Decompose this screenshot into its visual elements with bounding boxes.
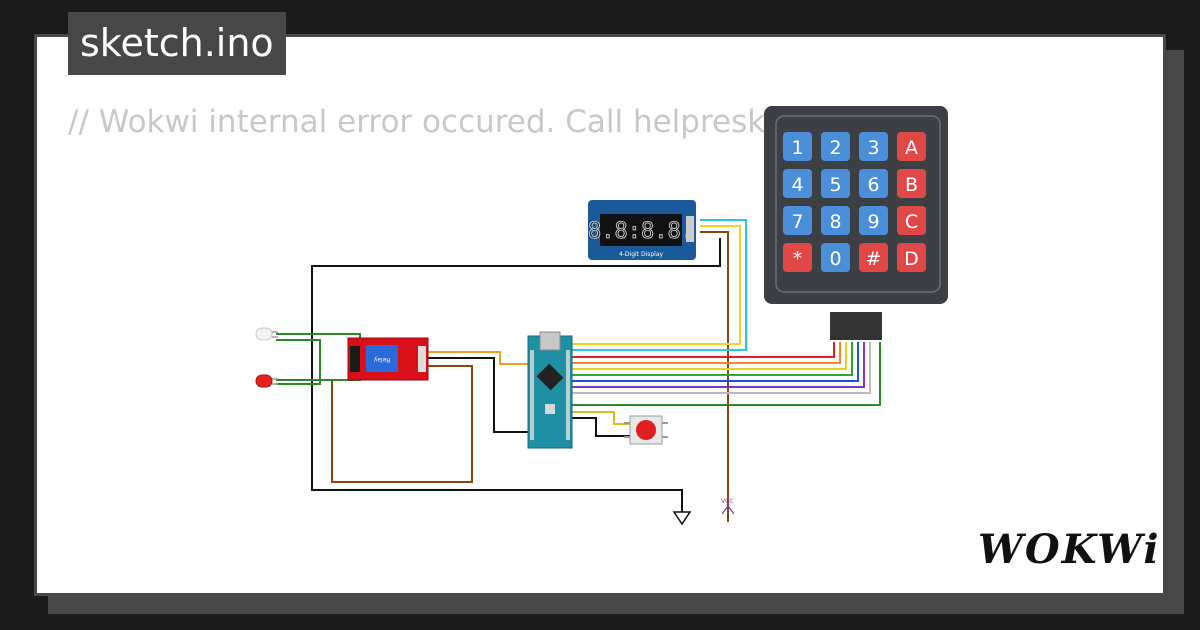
wire-black-gnd [311, 238, 721, 512]
key-button[interactable] [783, 206, 812, 235]
key-button[interactable] [821, 132, 850, 161]
display-label: 4-Digit Display [619, 251, 664, 258]
led-red[interactable] [255, 374, 278, 388]
wire-button-black [572, 417, 630, 437]
wire-purple [572, 342, 865, 388]
vcc-icon: VCC [721, 498, 735, 515]
vcc-label: VCC [721, 498, 733, 505]
wire-red [572, 342, 835, 358]
key-label: B [905, 174, 918, 196]
wire-green-led3 [276, 339, 321, 385]
key-button[interactable] [897, 206, 926, 235]
key-label: * [793, 248, 803, 270]
wire-button-yellow [572, 411, 630, 425]
key-button[interactable] [897, 169, 926, 198]
wire-blue [572, 342, 859, 382]
key-label: 2 [829, 137, 841, 159]
key-label: 6 [867, 174, 879, 196]
wire-green-led2 [276, 372, 361, 381]
wire-green2 [572, 342, 853, 376]
keypad[interactable]: 1 2 3 A 4 5 6 B 7 8 9 C * 0 # D [764, 106, 948, 340]
wire-brown-relay [331, 365, 473, 483]
key-button[interactable] [821, 243, 850, 272]
key-label: 9 [867, 211, 879, 233]
wire-green3 [572, 342, 881, 406]
wire-orange2 [572, 342, 841, 364]
key-button[interactable] [859, 206, 888, 235]
key-label: 7 [791, 211, 803, 233]
key-button[interactable] [783, 243, 812, 272]
wire-cyan [572, 219, 747, 351]
key-button[interactable] [783, 169, 812, 198]
arduino-pins [530, 350, 570, 440]
wire-yellow [572, 225, 741, 345]
key-button[interactable] [897, 132, 926, 161]
keypad-keys: 1 2 3 A 4 5 6 B 7 8 9 C * 0 # D [783, 132, 926, 272]
key-label: A [905, 137, 918, 159]
key-label: 4 [791, 174, 803, 196]
key-label: 1 [791, 137, 803, 159]
key-label: # [866, 248, 882, 270]
wire-black-relay [428, 357, 530, 433]
wires [276, 219, 881, 522]
relay-label: Relay [373, 356, 390, 363]
wire-gray [572, 342, 871, 394]
display-digits: 8.8:8.8. [588, 219, 694, 244]
key-button[interactable] [859, 132, 888, 161]
keypad-connector [830, 312, 882, 340]
key-button[interactable] [821, 169, 850, 198]
four-digit-display[interactable]: 8.8:8.8. 4-Digit Display [588, 200, 696, 260]
key-label: 3 [867, 137, 879, 159]
wire-yellow2 [572, 342, 847, 370]
key-label: 0 [829, 248, 841, 270]
relay-module[interactable]: Relay [347, 337, 429, 381]
key-button[interactable] [897, 243, 926, 272]
led-white[interactable] [255, 327, 278, 341]
key-label: D [904, 248, 919, 270]
key-button[interactable] [859, 243, 888, 272]
preview-card [34, 34, 1166, 596]
file-tab[interactable]: sketch.ino [68, 12, 286, 75]
wire-brown-vcc [700, 231, 729, 522]
key-button[interactable] [859, 169, 888, 198]
wokwi-logo: WOKWi [978, 526, 1161, 573]
key-button[interactable] [821, 206, 850, 235]
code-line: // Wokwi internal error occured. Call he… [68, 104, 786, 140]
key-button[interactable] [783, 132, 812, 161]
key-label: C [905, 211, 918, 233]
key-label: 5 [829, 174, 841, 196]
ground-icon [672, 511, 692, 526]
key-label: 8 [829, 211, 841, 233]
pushbutton[interactable] [624, 415, 668, 445]
wire-orange [428, 351, 530, 365]
arduino-nano[interactable] [527, 331, 573, 449]
